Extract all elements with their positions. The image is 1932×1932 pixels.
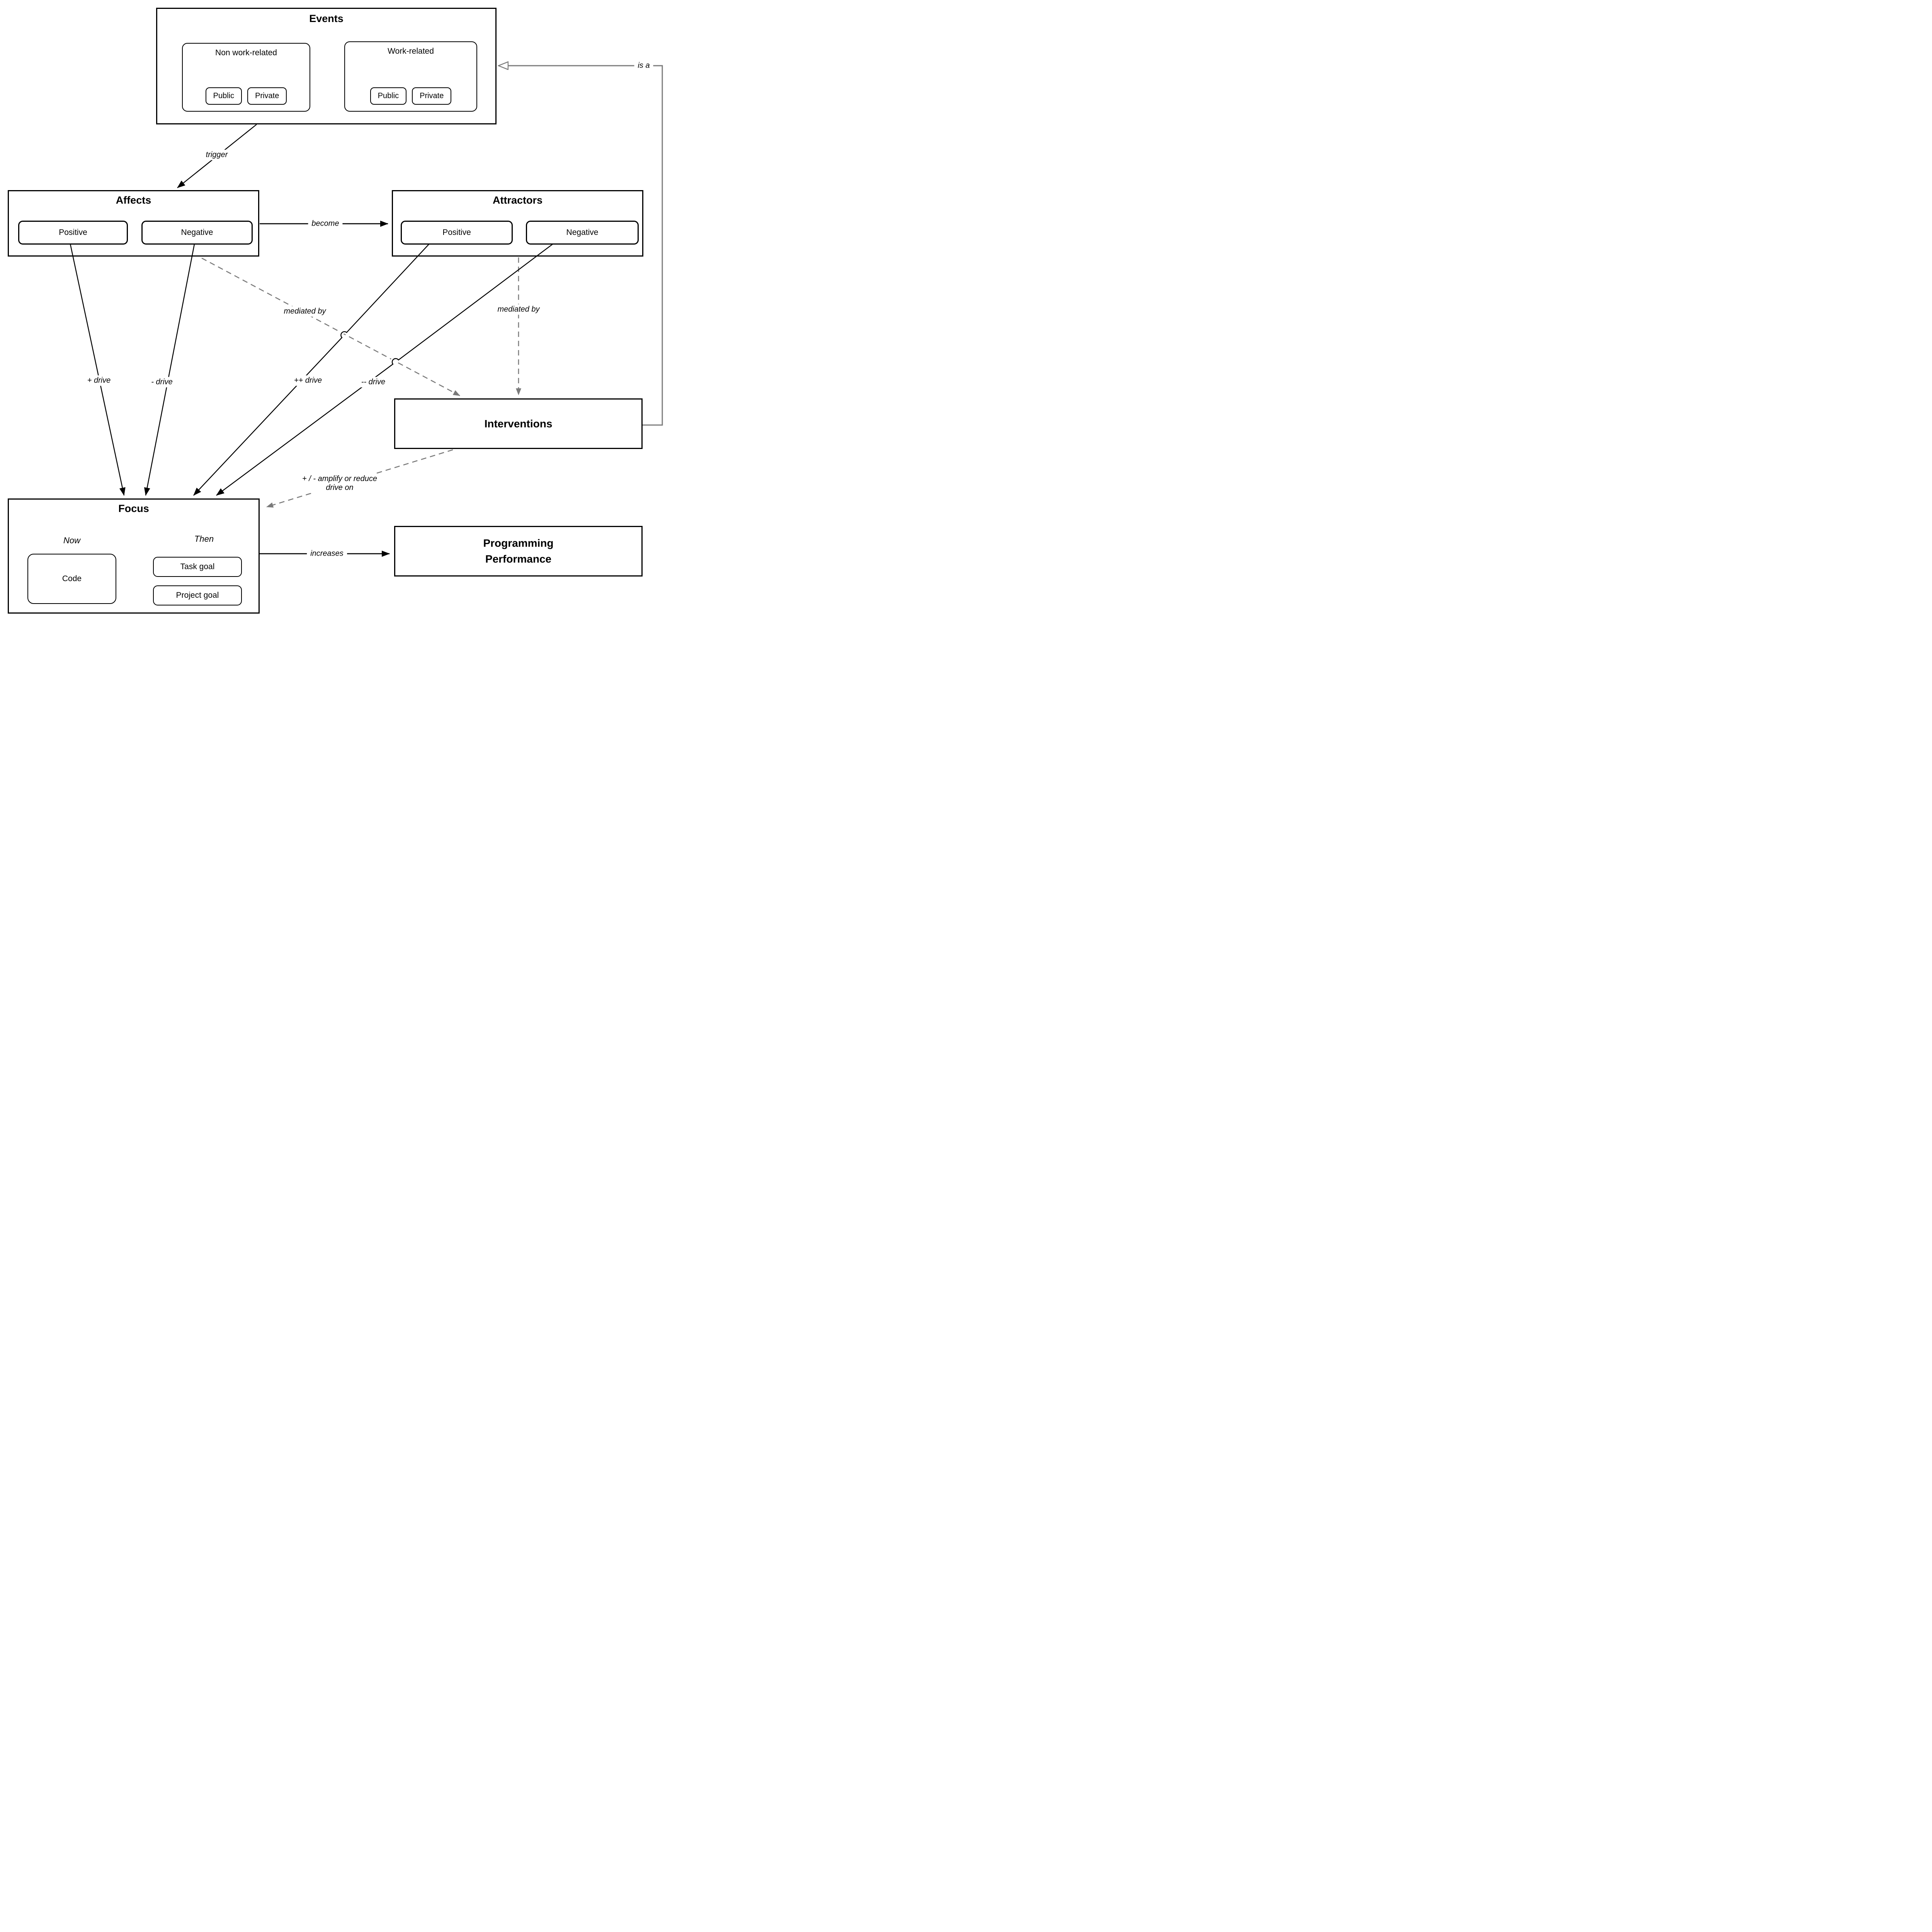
edge-plus-plus-drive [193, 244, 429, 496]
affects-negative-box: Negative [141, 221, 253, 245]
attractors-title: Attractors [492, 194, 543, 206]
attractors-negative-box: Negative [526, 221, 639, 245]
attractors-box: Attractors Positive Negative [392, 190, 643, 257]
attractors-positive-box: Positive [401, 221, 513, 245]
affects-positive-box: Positive [18, 221, 128, 245]
work-related-label: Work-related [388, 47, 434, 56]
hop-halo-plus-plus [332, 321, 357, 349]
focus-code-box: Code [27, 554, 116, 604]
events-title: Events [309, 13, 344, 24]
non-work-pill-row: Public Private [183, 87, 310, 105]
focus-then-label: Then [194, 534, 214, 544]
programming-performance-box: Programming Performance [394, 526, 643, 577]
focus-title: Focus [118, 503, 149, 514]
focus-box: Focus Now Then Code Task goal Project go… [8, 498, 260, 614]
focus-now-label: Now [63, 536, 81, 545]
amplify-label-line1: + / - amplify or reduce [302, 474, 377, 483]
work-private-box: Private [412, 87, 452, 105]
edge-trigger [177, 124, 257, 188]
edge-label-is-a: is a [634, 60, 653, 71]
amplify-label-line2: drive on [326, 483, 354, 492]
edge-minus-drive [144, 244, 195, 496]
edge-amplify-reduce [266, 449, 453, 508]
edge-label-plus-plus-drive: ++ drive [290, 375, 326, 386]
edge-label-increases: increases [307, 548, 347, 559]
non-work-private-box: Private [247, 87, 287, 105]
performance-title-line2: Performance [485, 553, 552, 565]
hop-halo-minus-minus [384, 352, 408, 372]
programming-performance-title: Programming Performance [483, 536, 553, 567]
affects-box: Affects Positive Negative [8, 190, 259, 257]
edge-label-minus-drive: - drive [148, 377, 176, 388]
work-related-box: Work-related Public Private [344, 41, 477, 112]
edge-minus-minus-drive [216, 244, 553, 496]
non-work-related-label: Non work-related [215, 48, 277, 57]
edge-label-minus-minus-drive: -- drive [357, 377, 389, 388]
focus-project-goal-box: Project goal [153, 585, 242, 605]
edge-label-amplify-reduce: + / - amplify or reduce drive on [299, 474, 381, 493]
edge-mediated-by-affects [201, 257, 460, 396]
work-public-box: Public [370, 87, 407, 105]
non-work-public-box: Public [205, 87, 242, 105]
edge-label-become: become [308, 218, 343, 229]
affects-title: Affects [116, 194, 151, 206]
edge-label-mediated-by-right: mediated by [494, 304, 543, 315]
performance-title-line1: Programming [483, 537, 554, 549]
interventions-box: Interventions [394, 398, 643, 449]
non-work-related-box: Non work-related Public Private [182, 43, 310, 112]
work-pill-row: Public Private [345, 87, 476, 105]
edge-plus-drive [70, 244, 126, 496]
edge-label-mediated-by-left: mediated by [280, 306, 330, 317]
diagram-canvas: Events Non work-related Public Private W… [0, 0, 687, 618]
edge-label-trigger: trigger [202, 150, 231, 160]
focus-task-goal-box: Task goal [153, 557, 242, 577]
edge-label-plus-drive: + drive [83, 375, 114, 386]
interventions-title: Interventions [484, 417, 553, 430]
events-box: Events Non work-related Public Private W… [156, 8, 497, 124]
